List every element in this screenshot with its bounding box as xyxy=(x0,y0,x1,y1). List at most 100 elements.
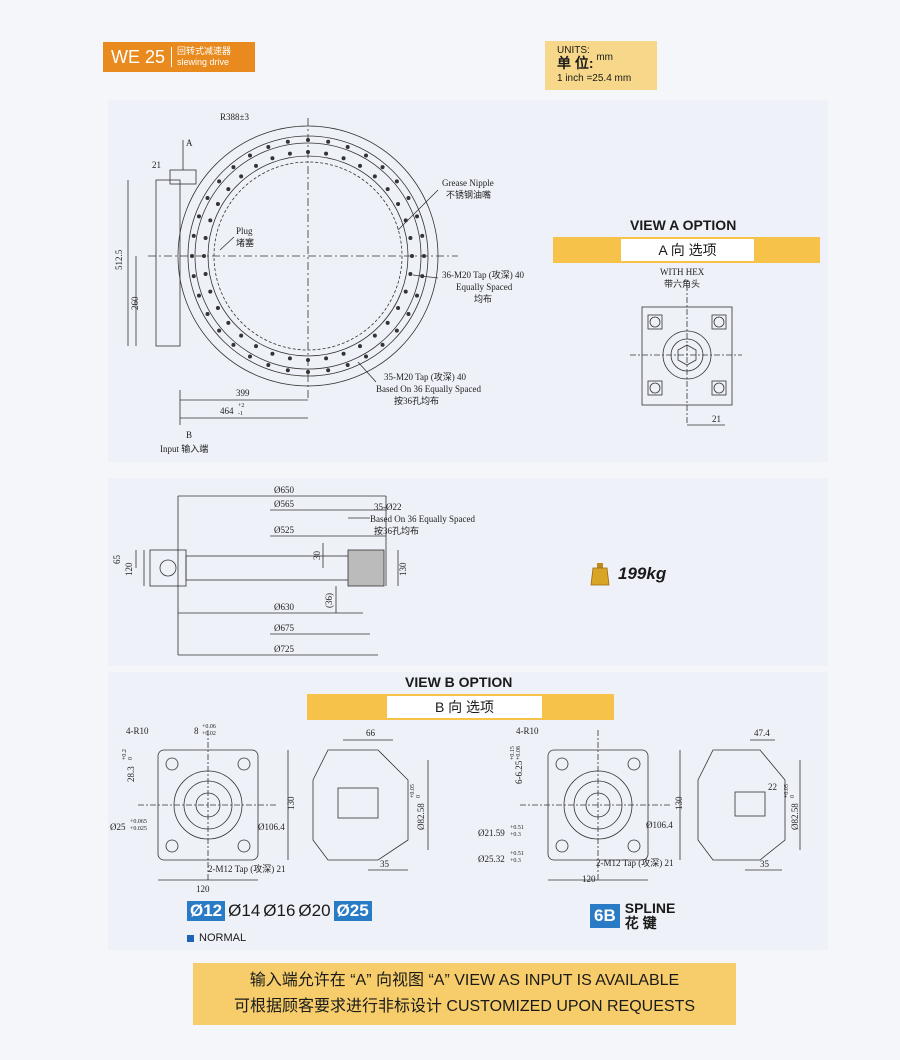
bolt-hole xyxy=(420,233,425,238)
bolt-hole xyxy=(248,354,252,359)
grease-nipple-label: Grease Nipple xyxy=(442,178,494,188)
bolt-hole xyxy=(231,342,236,347)
model-name-en: slewing drive xyxy=(177,57,230,67)
bolt-hole xyxy=(380,165,385,170)
view-b-right-d25: Ø25.32 xyxy=(478,854,505,864)
bolt-hole xyxy=(394,328,399,333)
bolt-hole xyxy=(408,235,413,240)
flatness-label: 21 xyxy=(152,160,161,170)
d650-label: Ø650 xyxy=(274,485,294,495)
view-b-left-bore: Ø25 xyxy=(110,822,126,832)
bolt-hole xyxy=(341,156,346,161)
view-b-left-h28-tol-up: +0.2 xyxy=(122,749,128,760)
view-b-right-spline-h: 6-6.25 xyxy=(514,760,524,784)
bolt-hole xyxy=(215,306,220,310)
bolt-hole xyxy=(306,358,310,362)
h65-label: 65 xyxy=(112,555,122,565)
bore-option: Ø12 xyxy=(187,901,226,921)
bolt-hole xyxy=(266,144,271,149)
view-a-marker: A xyxy=(186,138,193,148)
units-label: UNITS: xyxy=(557,45,590,56)
bolt-hole xyxy=(341,351,346,356)
view-b-bar: B 向 选项 xyxy=(307,694,614,720)
bolt-hole xyxy=(403,218,408,223)
bore-option: Ø16 xyxy=(263,901,296,920)
bolt-hole xyxy=(215,202,220,206)
view-b-right-tap: 2-M12 Tap (攻深) 21 xyxy=(596,857,673,868)
bolt-hole xyxy=(285,139,290,144)
units-conversion: 1 inch =25.4 mm xyxy=(557,73,632,84)
bolt-hole xyxy=(231,165,236,170)
bolt-hole xyxy=(326,368,331,373)
model-name: WE 25 xyxy=(103,47,173,67)
holes-spacing: Based On 36 Equally Spaced xyxy=(370,514,475,524)
holes-label: 35-Ø22 xyxy=(374,502,402,512)
bore-options: Ø12 Ø14 Ø16 Ø20 Ø25 xyxy=(187,901,372,921)
holes-spacing-cn: 按36孔均布 xyxy=(374,525,419,536)
bolt-hole xyxy=(270,351,275,356)
bolt-hole xyxy=(364,354,368,359)
dim-464-label: 464 xyxy=(220,406,234,416)
view-b-left-keyway-tol-down: +0.02 xyxy=(202,731,216,737)
spline-label-cn: 花 键 xyxy=(624,915,657,931)
tap-inner-label: 35-M20 Tap (攻深) 40 xyxy=(384,371,466,382)
bolt-hole xyxy=(203,272,208,277)
with-hex-cn: 带六角头 xyxy=(664,278,700,289)
bolt-hole xyxy=(324,151,329,156)
view-b-right-spline-tol-up: +0.15 xyxy=(510,746,516,760)
bolt-hole xyxy=(410,254,414,258)
view-b-right-d21-tol-up: +0.51 xyxy=(510,825,524,831)
bolt-hole xyxy=(380,342,385,347)
bolt-hole xyxy=(358,163,362,168)
normal-swatch-icon xyxy=(187,934,194,942)
view-b-right-d21: Ø21.59 xyxy=(478,828,505,838)
view-b-left-d106: Ø106.4 xyxy=(258,822,285,832)
view-b-right-l22: 22 xyxy=(768,782,777,792)
bore-option: Ø25 xyxy=(333,901,372,921)
view-b-right-drawing: 4-R10 6-6.25 +0.15 +0.08 Ø21.59 +0.51 +0… xyxy=(478,726,801,884)
weight-value: 199kg xyxy=(618,564,667,583)
d565-label: Ø565 xyxy=(274,499,294,509)
h120-label: 120 xyxy=(124,562,134,576)
dim-399-label: 399 xyxy=(236,388,250,398)
bolt-hole xyxy=(270,156,275,161)
view-b-right-l47: 47.4 xyxy=(754,728,770,738)
bolt-hole xyxy=(217,328,222,333)
bolt-hole xyxy=(226,187,231,192)
bolt-hole xyxy=(372,174,377,179)
footer-line-1: 输入端允许在 “A” 向视图 “A” VIEW AS INPUT IS AVAI… xyxy=(249,972,680,989)
bolt-hole xyxy=(324,356,329,361)
h36-label: (36) xyxy=(324,593,334,608)
bolt-hole xyxy=(191,274,196,279)
bolt-hole xyxy=(196,293,201,298)
view-b-subtitle: B 向 选项 xyxy=(387,696,542,718)
bolt-hole xyxy=(415,214,420,219)
view-a-dim: 21 xyxy=(712,414,721,424)
tap-outer-label: 36-M20 Tap (攻深) 40 xyxy=(442,269,524,280)
view-b-right-d82: Ø82.58 xyxy=(790,803,800,830)
bolt-hole xyxy=(306,138,310,142)
input-label: Input 输入端 xyxy=(160,443,208,454)
with-hex-label: WITH HEX xyxy=(660,267,705,277)
bore-option: Ø14 xyxy=(228,901,261,920)
view-b-left-h28-tol-down: 0 xyxy=(128,757,134,760)
tap-outer-spacing: Equally Spaced xyxy=(456,282,513,292)
h30-label: 30 xyxy=(312,551,322,561)
h130-label: 130 xyxy=(398,562,408,576)
dim-464-tol-up: +2 xyxy=(238,403,244,409)
bolt-hole xyxy=(217,179,222,184)
footer-line-2: 可根据顾客要求进行非标设计 CUSTOMIZED UPON REQUESTS xyxy=(233,998,696,1015)
bolt-hole xyxy=(266,363,271,368)
view-b-left-h130: 130 xyxy=(286,796,296,810)
d630-label: Ø630 xyxy=(274,602,294,612)
dim-464-tol-down: -1 xyxy=(238,411,243,417)
view-b-right-d106: Ø106.4 xyxy=(646,820,673,830)
bolt-hole xyxy=(396,202,401,206)
bolt-hole xyxy=(203,235,208,240)
units-box: UNITS: 单 位: mm 1 inch =25.4 mm xyxy=(545,41,657,90)
view-b-left-keyway: 8 xyxy=(194,726,199,736)
view-b-right-r: 4-R10 xyxy=(516,726,539,736)
bolt-hole xyxy=(364,153,368,158)
bolt-hole xyxy=(306,370,310,374)
tap-inner-spacing: Based On 36 Equally Spaced xyxy=(376,384,481,394)
